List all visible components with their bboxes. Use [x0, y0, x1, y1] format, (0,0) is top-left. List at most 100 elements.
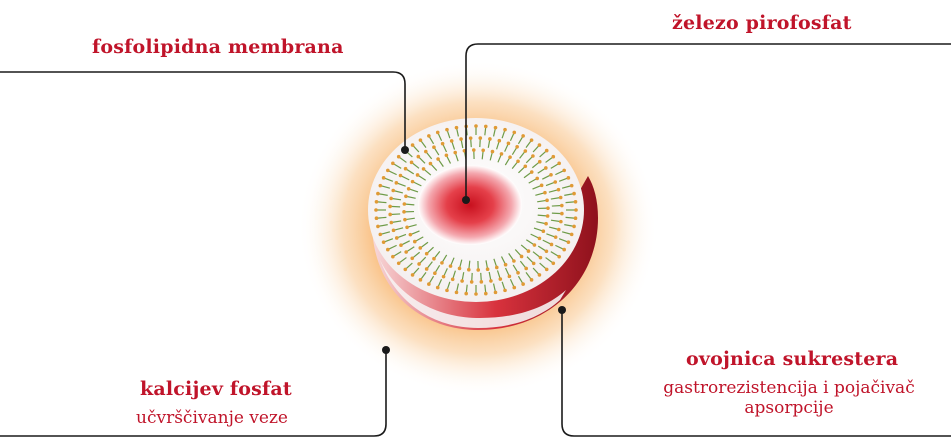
lipid-head	[388, 213, 392, 217]
lipid-head	[521, 282, 525, 286]
lipid-head	[449, 264, 453, 268]
lipid-head	[436, 157, 440, 161]
lipid-head	[445, 154, 449, 158]
lipid-head	[411, 143, 415, 147]
lipid-head	[425, 252, 429, 256]
label-coat-title: ovojnica sukrestera	[686, 348, 898, 370]
lipid-head	[567, 240, 571, 244]
lipid-head	[557, 162, 561, 166]
lipid-head	[524, 164, 528, 168]
lipid-head	[531, 154, 535, 158]
lipid-head	[382, 240, 386, 244]
lipid-head	[469, 136, 473, 140]
lipid-head	[409, 233, 413, 237]
lipid-head	[427, 134, 431, 138]
lipid-head	[376, 192, 380, 196]
lipid-head	[399, 243, 403, 247]
lipid-head	[559, 196, 563, 200]
lipid-head	[382, 176, 386, 180]
lipid-head	[512, 259, 516, 263]
lipid-head	[550, 243, 554, 247]
lipid-head	[410, 257, 414, 261]
lipid-head	[560, 212, 564, 216]
lipid-head	[445, 128, 449, 132]
lipid-head	[515, 145, 519, 149]
lipid-head	[539, 256, 543, 260]
lipid-head	[375, 200, 379, 204]
lipid-head	[557, 228, 561, 232]
lipid-head	[562, 248, 566, 252]
lipid-head	[397, 261, 401, 265]
lipid-head	[516, 271, 520, 275]
lipid-head	[480, 280, 484, 284]
lipid-head	[436, 286, 440, 290]
lipid-head	[508, 155, 512, 159]
lipid-head	[484, 125, 488, 129]
lipid-head	[470, 280, 474, 284]
lipid-head	[516, 159, 520, 163]
lipid-head	[545, 250, 549, 254]
lipid-head	[429, 162, 433, 166]
lipid-head	[476, 268, 480, 272]
lipid-head	[403, 268, 407, 272]
lipid-head	[436, 131, 440, 135]
lipid-head	[379, 233, 383, 237]
lipid-head	[460, 279, 464, 283]
lipid-head	[495, 266, 499, 270]
lipid-head	[545, 149, 549, 153]
lipid-head	[533, 243, 537, 247]
lipid-head	[545, 199, 549, 203]
lipid-head	[527, 249, 531, 253]
lipid-head	[572, 192, 576, 196]
lipid-head	[540, 184, 544, 188]
lipid-head	[557, 255, 561, 259]
iron-pyrophosphate-core	[418, 165, 522, 245]
lipid-head	[538, 273, 542, 277]
label-coat-sub-line2: apsorpcije	[634, 398, 944, 418]
lipid-head	[557, 188, 561, 192]
lipid-head	[386, 169, 390, 173]
lipid-head	[417, 262, 421, 266]
label-membrane: fosfolipidna membrana	[92, 36, 344, 58]
lipid-head	[403, 202, 407, 206]
lipid-head	[532, 262, 536, 266]
label-coat-sub-line1: gastrorezistencija i pojačivač	[634, 378, 944, 398]
lipid-head	[544, 166, 548, 170]
lipid-head	[405, 226, 409, 230]
lipid-head	[376, 225, 380, 229]
lipid-head	[395, 236, 399, 240]
lipid-head	[402, 210, 406, 214]
lipid-head	[503, 128, 507, 132]
lipid-head	[442, 275, 446, 279]
lipid-head	[488, 137, 492, 141]
lipid-head	[545, 268, 549, 272]
lipid-head	[574, 208, 578, 212]
lipid-head	[445, 289, 449, 293]
lipid-head	[512, 131, 516, 135]
lipid-head	[391, 189, 395, 193]
lipid-head	[535, 177, 539, 181]
lipid-head	[474, 292, 478, 296]
lipid-head	[427, 282, 431, 286]
lipid-head	[494, 126, 498, 130]
lipid-head	[507, 142, 511, 146]
lipid-head	[574, 216, 578, 220]
lipid-head	[521, 134, 525, 138]
lipid-head	[554, 235, 558, 239]
lipid-head	[403, 218, 407, 222]
lipid-head	[374, 208, 378, 212]
lipid-head	[391, 255, 395, 259]
lipid-head	[440, 261, 444, 265]
dot-coat	[558, 306, 566, 314]
lipid-head	[567, 176, 571, 180]
lipid-head	[503, 289, 507, 293]
lipid-head	[453, 151, 457, 155]
lipid-head	[570, 233, 574, 237]
lipid-head	[489, 279, 493, 283]
lipid-head	[538, 160, 542, 164]
lipid-head	[432, 257, 436, 261]
lipid-head	[424, 150, 428, 154]
lipid-head	[392, 229, 396, 233]
lipid-head	[543, 191, 547, 195]
lipid-head	[399, 174, 403, 178]
